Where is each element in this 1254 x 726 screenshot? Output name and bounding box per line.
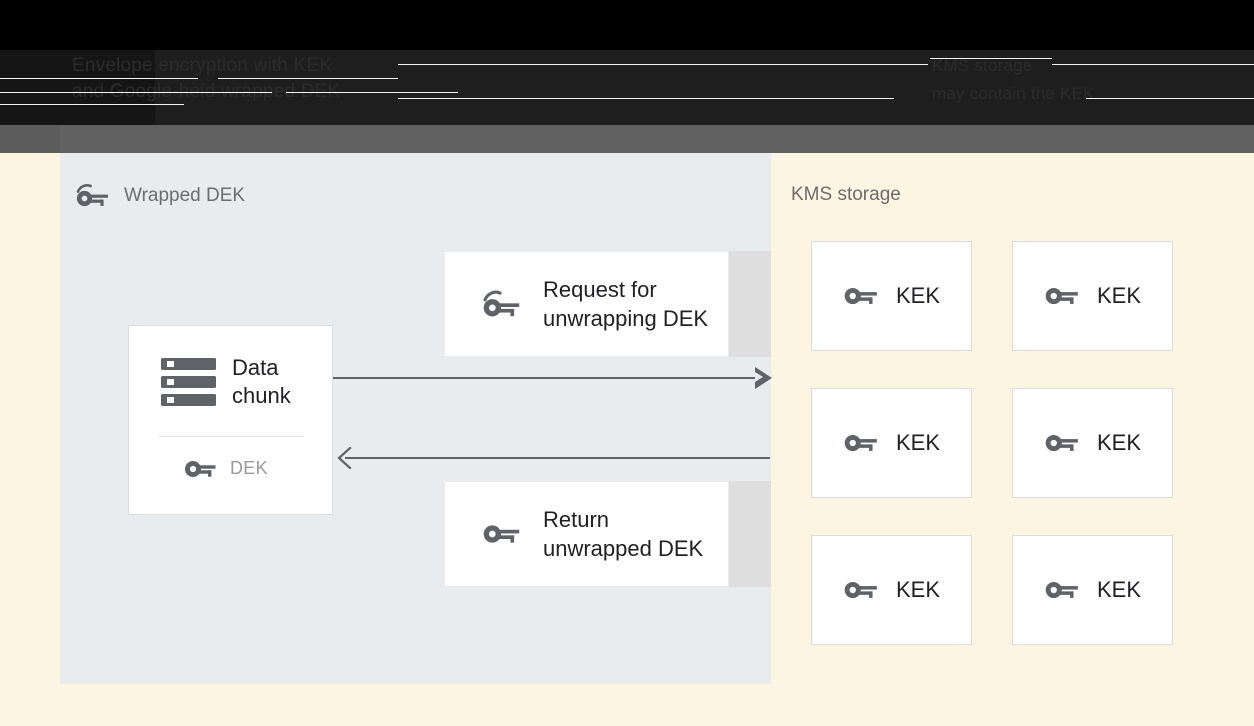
kms-storage-title: KMS storage — [791, 184, 901, 205]
wrapped-key-icon — [481, 288, 521, 320]
data-chunk-label-line2: chunk — [232, 383, 291, 408]
request-arrow-line — [333, 377, 765, 379]
key-icon — [481, 521, 521, 547]
header-right-line1: KMS storage — [932, 56, 1033, 75]
toolbar-gray-band — [0, 125, 1254, 153]
kek-card[interactable]: KEK — [811, 535, 972, 645]
request-unwrap-card[interactable]: Request for unwrapping DEK — [444, 251, 729, 357]
return-unwrapped-card[interactable]: Return unwrapped DEK — [444, 481, 729, 587]
kek-card[interactable]: KEK — [1012, 388, 1173, 498]
header-title-line1: Envelope encryption with KEK — [72, 55, 333, 76]
kek-card[interactable]: KEK — [1012, 535, 1173, 645]
top-black-band — [0, 0, 1254, 50]
header-rule-8 — [398, 98, 894, 99]
header-rule-3 — [398, 64, 928, 65]
kek-label: KEK — [895, 430, 941, 455]
return-unwrapped-line2: unwrapped DEK — [543, 536, 704, 561]
response-arrow-line — [345, 457, 770, 459]
header-rule-5 — [0, 92, 272, 93]
kek-card[interactable]: KEK — [1012, 241, 1173, 351]
wrapped-dek-panel-title: Wrapped DEK — [74, 183, 245, 209]
return-card-strip — [729, 481, 771, 587]
header-rule-2 — [218, 78, 398, 79]
header-rule-6 — [286, 92, 458, 93]
toolbar-gray-band-left — [0, 125, 60, 153]
return-unwrapped-label: Return unwrapped DEK — [543, 505, 703, 563]
key-icon — [843, 284, 879, 308]
header-rule-9 — [1086, 98, 1254, 99]
dek-row: DEK — [184, 458, 268, 479]
key-icon — [843, 431, 879, 455]
data-chunk-label: Data chunk — [232, 354, 291, 410]
request-unwrap-label: Request for unwrapping DEK — [543, 275, 708, 333]
key-icon — [1044, 578, 1080, 602]
key-icon — [843, 578, 879, 602]
kek-label: KEK — [895, 577, 941, 602]
key-icon — [1044, 431, 1080, 455]
header-dark-band — [0, 50, 1254, 125]
kek-label: KEK — [895, 283, 941, 308]
header-rule-1 — [0, 78, 198, 79]
data-chunk-divider — [159, 436, 304, 437]
dek-label: DEK — [230, 458, 268, 478]
request-arrow-head — [755, 367, 772, 389]
header-rule-10 — [930, 58, 1052, 59]
kek-label: KEK — [1096, 430, 1142, 455]
kek-grid: KEK KEK — [811, 241, 1173, 651]
wrapped-key-icon — [74, 183, 110, 209]
data-chunk-label-line1: Data — [232, 355, 279, 380]
kek-card[interactable]: KEK — [811, 241, 972, 351]
storage-icon — [161, 356, 216, 408]
kek-card[interactable]: KEK — [811, 388, 972, 498]
response-arrow-head — [336, 446, 352, 474]
return-unwrapped-line1: Return — [543, 507, 610, 532]
wrapped-dek-panel-title-label: Wrapped DEK — [124, 185, 246, 206]
kek-label: KEK — [1096, 283, 1142, 308]
header-dark-band-left — [0, 50, 155, 125]
key-icon — [1044, 284, 1080, 308]
data-chunk-card[interactable]: Data chunk DEK — [128, 325, 333, 515]
key-icon — [184, 459, 216, 479]
kek-label: KEK — [1096, 577, 1142, 602]
request-unwrap-line1: Request for — [543, 277, 657, 302]
header-title-line2: and Google-held wrapped DEK — [72, 81, 341, 102]
request-card-strip — [729, 251, 771, 357]
header-right-line2: may contain the KEK — [932, 84, 1095, 103]
request-unwrap-line2: unwrapping DEK — [543, 306, 709, 331]
data-chunk-row: Data chunk — [161, 354, 291, 410]
header-rule-7 — [0, 104, 184, 105]
header-rule-4 — [1052, 64, 1254, 65]
